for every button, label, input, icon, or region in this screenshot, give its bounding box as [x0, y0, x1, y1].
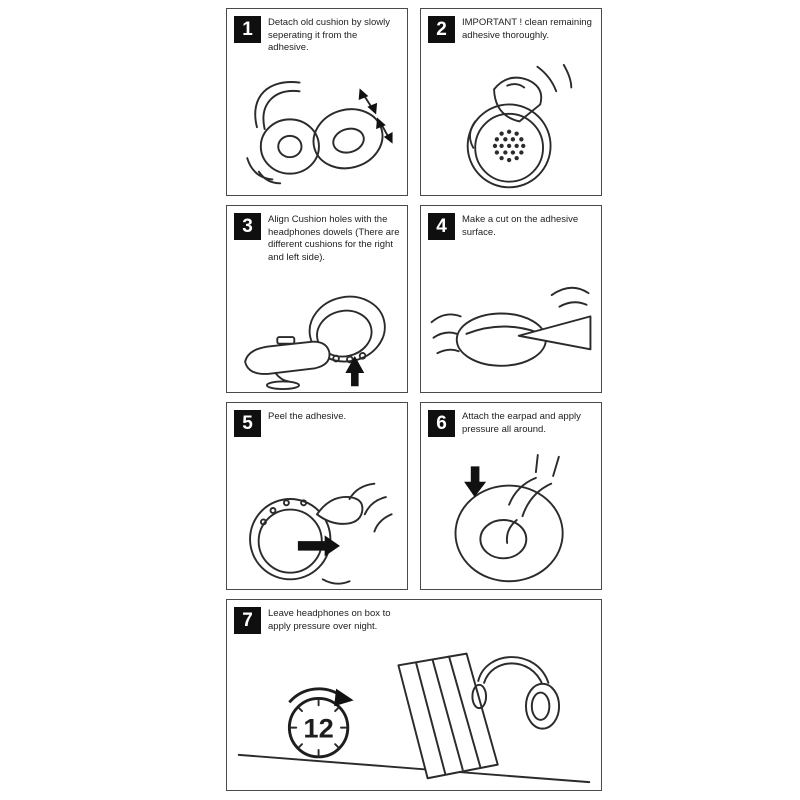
attach-earpad-icon: [454, 453, 564, 583]
peel-adhesive-icon: [249, 482, 393, 585]
step-3-illustration: [227, 286, 407, 390]
step-6-header: 6 Attach the earpad and apply pressure a…: [421, 403, 601, 437]
earpad-cushion: [312, 108, 384, 170]
step-number-badge: 5: [234, 410, 261, 437]
steps-grid: 1 Detach old cushion by slowly seperatin…: [226, 8, 602, 791]
cut-adhesive-icon: [430, 286, 592, 367]
step-panel-1: 1 Detach old cushion by slowly seperatin…: [226, 8, 408, 196]
step-caption: Leave headphones on box to apply pressur…: [268, 608, 391, 632]
step-number-badge: 7: [234, 607, 261, 634]
step-4-header: 4 Make a cut on the adhesive surface.: [421, 206, 601, 240]
step-number-badge: 2: [428, 16, 455, 43]
step-caption: Align Cushion holes with the headphones …: [268, 214, 400, 263]
align-cushion-icon: [244, 295, 386, 390]
headphones-icon: [471, 656, 561, 730]
driver-holes: [492, 129, 526, 163]
step-panel-2: 2 IMPORTANT ! clean remaining adhesive t…: [420, 8, 602, 196]
step-number-badge: 3: [234, 213, 261, 240]
step-4-illustration: [421, 266, 601, 390]
step-panel-6: 6 Attach the earpad and apply pressure a…: [420, 402, 602, 590]
cutting-blade-icon: [517, 315, 592, 351]
detach-earpad-icon: [246, 81, 393, 185]
right-arrow-icon: [297, 535, 340, 557]
step-caption: Detach old cushion by slowly seperating …: [268, 17, 390, 54]
step-1-header: 1 Detach old cushion by slowly seperatin…: [227, 9, 407, 55]
clockwise-arrow-icon: [334, 688, 354, 707]
step-5-header: 5 Peel the adhesive.: [227, 403, 407, 437]
step-7-illustration: 12: [227, 640, 601, 788]
step-panel-7: 7 Leave headphones on box to apply press…: [226, 599, 602, 791]
peeled-strip: [316, 495, 364, 525]
up-arrow-icon: [345, 355, 365, 387]
step-1-illustration: [227, 69, 407, 193]
step-3-header: 3 Align Cushion holes with the headphone…: [227, 206, 407, 264]
step-2-header: 2 IMPORTANT ! clean remaining adhesive t…: [421, 9, 601, 43]
step-number-badge: 1: [234, 16, 261, 43]
step-caption: Attach the earpad and apply pressure all…: [462, 411, 581, 435]
double-arrow-icon: [358, 88, 393, 144]
step-5-illustration: [227, 455, 407, 587]
step-panel-4: 4 Make a cut on the adhesive surface.: [420, 205, 602, 393]
step-panel-5: 5 Peel the adhesive.: [226, 402, 408, 590]
step-number-badge: 4: [428, 213, 455, 240]
clock-icon: 12: [287, 687, 354, 759]
step-caption: IMPORTANT ! clean remaining adhesive tho…: [462, 17, 592, 41]
step-caption: Make a cut on the adhesive surface.: [462, 214, 579, 238]
step-6-illustration: [421, 453, 601, 587]
instruction-sheet: 1 Detach old cushion by slowly seperatin…: [226, 8, 602, 791]
step-7-header: 7 Leave headphones on box to apply press…: [227, 600, 601, 634]
box-icon: [397, 652, 499, 780]
clean-driver-icon: [466, 63, 573, 189]
step-panel-3: 3 Align Cushion holes with the headphone…: [226, 205, 408, 393]
step-2-illustration: [421, 63, 601, 193]
step-number-badge: 6: [428, 410, 455, 437]
down-arrow-icon: [464, 466, 487, 498]
overnight-pressure-icon: 12: [237, 652, 591, 784]
step-caption: Peel the adhesive.: [268, 411, 347, 422]
clock-number: 12: [303, 712, 333, 743]
